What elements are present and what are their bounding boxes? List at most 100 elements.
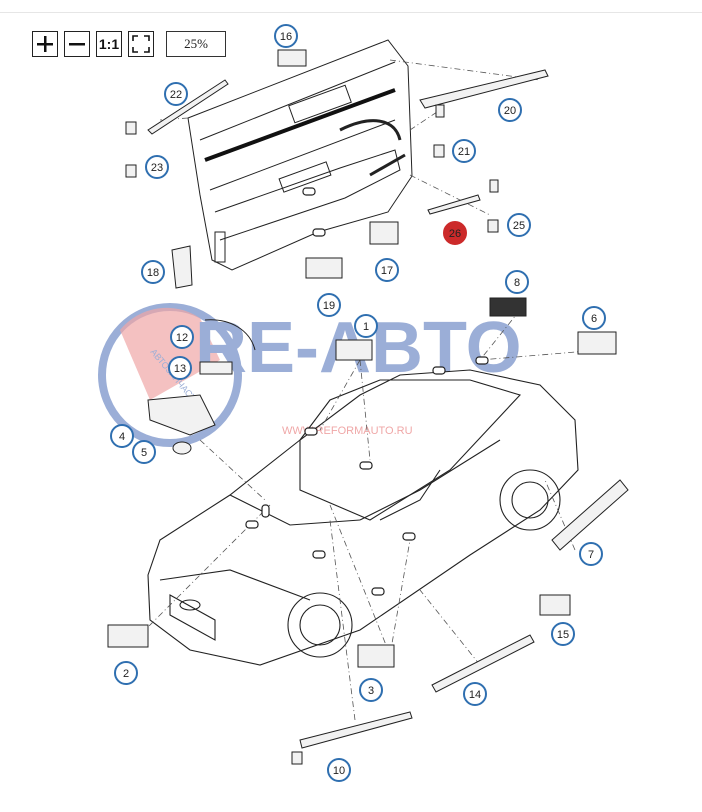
callout-circle (110, 424, 134, 448)
fit-screen-button[interactable] (128, 31, 154, 57)
callout-number: 6 (591, 313, 597, 325)
part-25-bottom (487, 219, 499, 233)
callout-2[interactable]: 2 (114, 661, 138, 685)
plus-icon (37, 36, 53, 52)
part-23-bottom (125, 164, 137, 178)
part-18 (171, 245, 193, 289)
callout-circle (170, 325, 194, 349)
part-21-top (435, 104, 445, 118)
callout-number: 26 (449, 228, 461, 240)
part-12 (204, 319, 256, 351)
watermark-url: WWW.REFORMAUTO.RU (282, 425, 413, 437)
callout-circle (327, 758, 351, 782)
part-13 (199, 361, 233, 375)
callout-circle (141, 260, 165, 284)
part-10 (299, 711, 413, 749)
callout-circle (582, 306, 606, 330)
callout-12[interactable]: 12 (170, 325, 194, 349)
callout-13[interactable]: 13 (168, 356, 192, 380)
callout-1[interactable]: 1 (354, 314, 378, 338)
part-15 (539, 594, 571, 616)
callout-number: 8 (514, 277, 520, 289)
callout-circle (463, 682, 487, 706)
callout-number: 20 (504, 105, 516, 117)
leader-lines (139, 59, 601, 721)
part-25-top (489, 179, 499, 193)
callout-number: 19 (323, 300, 335, 312)
callout-number: 7 (588, 549, 594, 561)
callout-5[interactable]: 5 (132, 440, 156, 464)
callout-23[interactable]: 23 (145, 155, 169, 179)
actual-size-button[interactable]: 1:1 (96, 31, 122, 57)
callout-21[interactable]: 21 (452, 139, 476, 163)
callout-circle (354, 314, 378, 338)
callout-circle (168, 356, 192, 380)
callout-number: 13 (174, 363, 186, 375)
zoom-level-display: 25% (166, 31, 226, 57)
callout-circle (375, 258, 399, 282)
callout-number: 4 (119, 431, 125, 443)
callout-10[interactable]: 10 (327, 758, 351, 782)
callout-14[interactable]: 14 (463, 682, 487, 706)
part-7 (551, 479, 629, 551)
part-1 (335, 339, 373, 361)
callout-26[interactable]: 26 (443, 221, 467, 245)
watermark-circle (98, 303, 242, 447)
callout-15[interactable]: 15 (551, 622, 575, 646)
callout-number: 1 (363, 321, 369, 333)
callout-3[interactable]: 3 (359, 678, 383, 702)
callout-22[interactable]: 22 (164, 82, 188, 106)
zoom-toolbar: 1:1 25% (32, 30, 226, 58)
callout-circle (551, 622, 575, 646)
callout-number: 3 (368, 685, 374, 697)
callout-17[interactable]: 17 (375, 258, 399, 282)
callout-circle (274, 24, 298, 48)
callout-number: 22 (170, 89, 182, 101)
callout-7[interactable]: 7 (579, 542, 603, 566)
callout-number: 18 (147, 267, 159, 279)
part-8 (489, 297, 527, 317)
part-21-bottom (433, 144, 445, 158)
callout-number: 2 (123, 668, 129, 680)
car-body (147, 369, 579, 666)
callout-number: 23 (151, 162, 163, 174)
parts (107, 49, 629, 765)
callout-number: 5 (141, 447, 147, 459)
part-16 (277, 49, 307, 67)
callout-circle (114, 661, 138, 685)
callout-number: 17 (381, 265, 393, 277)
callout-circle (452, 139, 476, 163)
callout-circle (443, 221, 467, 245)
callout-circle (579, 542, 603, 566)
callout-4[interactable]: 4 (110, 424, 134, 448)
part-19 (305, 257, 343, 279)
callout-25[interactable]: 25 (507, 213, 531, 237)
zoom-in-button[interactable] (32, 31, 58, 57)
part-6 (577, 331, 617, 355)
part-3 (357, 644, 395, 668)
zoom-out-button[interactable] (64, 31, 90, 57)
part-10-connector (291, 751, 303, 765)
callout-circle (317, 293, 341, 317)
callout-18[interactable]: 18 (141, 260, 165, 284)
part-17 (369, 221, 399, 245)
part-23-top (125, 121, 137, 135)
callout-16[interactable]: 16 (274, 24, 298, 48)
callout-20[interactable]: 20 (498, 98, 522, 122)
part-20 (419, 69, 549, 109)
door-trim-panel (187, 39, 413, 271)
callout-19[interactable]: 19 (317, 293, 341, 317)
part-5 (172, 441, 192, 455)
callout-circle (505, 270, 529, 294)
callout-number: 15 (557, 629, 569, 641)
lamp-markers (245, 187, 489, 596)
callout-number: 12 (176, 332, 188, 344)
callout-number: 25 (513, 220, 525, 232)
part-4 (147, 394, 216, 436)
callout-8[interactable]: 8 (505, 270, 529, 294)
part-14 (431, 634, 535, 693)
callout-6[interactable]: 6 (582, 306, 606, 330)
top-divider (0, 12, 702, 13)
